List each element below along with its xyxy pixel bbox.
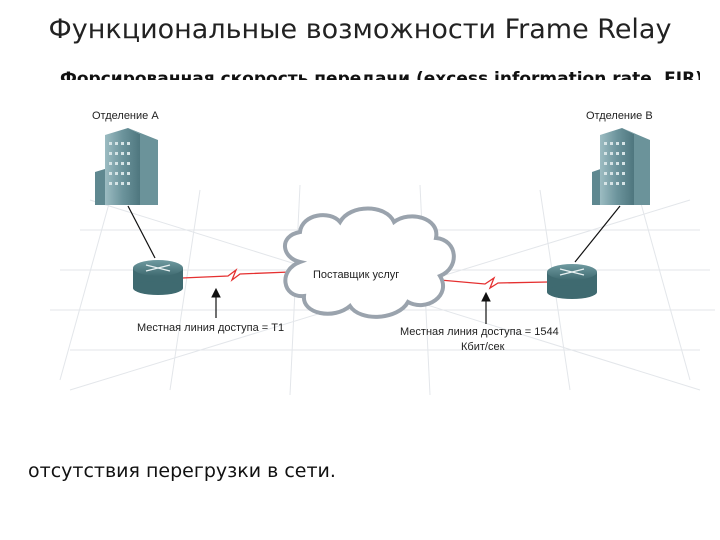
local-line-b-label: Местная линия доступа = 1544 xyxy=(400,326,559,338)
link-building-a-router-a xyxy=(127,205,156,259)
body-text: отсутствия перегрузки в сети. xyxy=(28,460,336,482)
provider-cloud-icon xyxy=(283,206,456,319)
office-b-label: Отделение B xyxy=(586,110,653,122)
building-b-icon xyxy=(592,128,650,205)
wan-link-a xyxy=(181,268,291,282)
slide-subtitle: Форсированная скорость передачи (excess … xyxy=(60,69,700,80)
office-a-label: Отделение A xyxy=(92,110,159,122)
router-a-icon xyxy=(133,260,183,295)
arrow-a-icon xyxy=(211,287,221,318)
slide-title: Функциональные возможности Frame Relay xyxy=(48,14,672,45)
provider-label: Поставщик услуг xyxy=(313,269,400,281)
link-building-b-router-b xyxy=(574,205,621,263)
local-line-b-unit-label: Кбит/сек xyxy=(461,341,505,353)
subtitle-clip: Форсированная скорость передачи (excess … xyxy=(60,64,700,80)
wan-link-b xyxy=(439,276,549,290)
building-a-icon xyxy=(95,128,158,205)
router-b-icon xyxy=(547,264,597,299)
arrow-b-icon xyxy=(481,291,491,324)
local-line-a-label: Местная линия доступа = T1 xyxy=(137,322,285,334)
